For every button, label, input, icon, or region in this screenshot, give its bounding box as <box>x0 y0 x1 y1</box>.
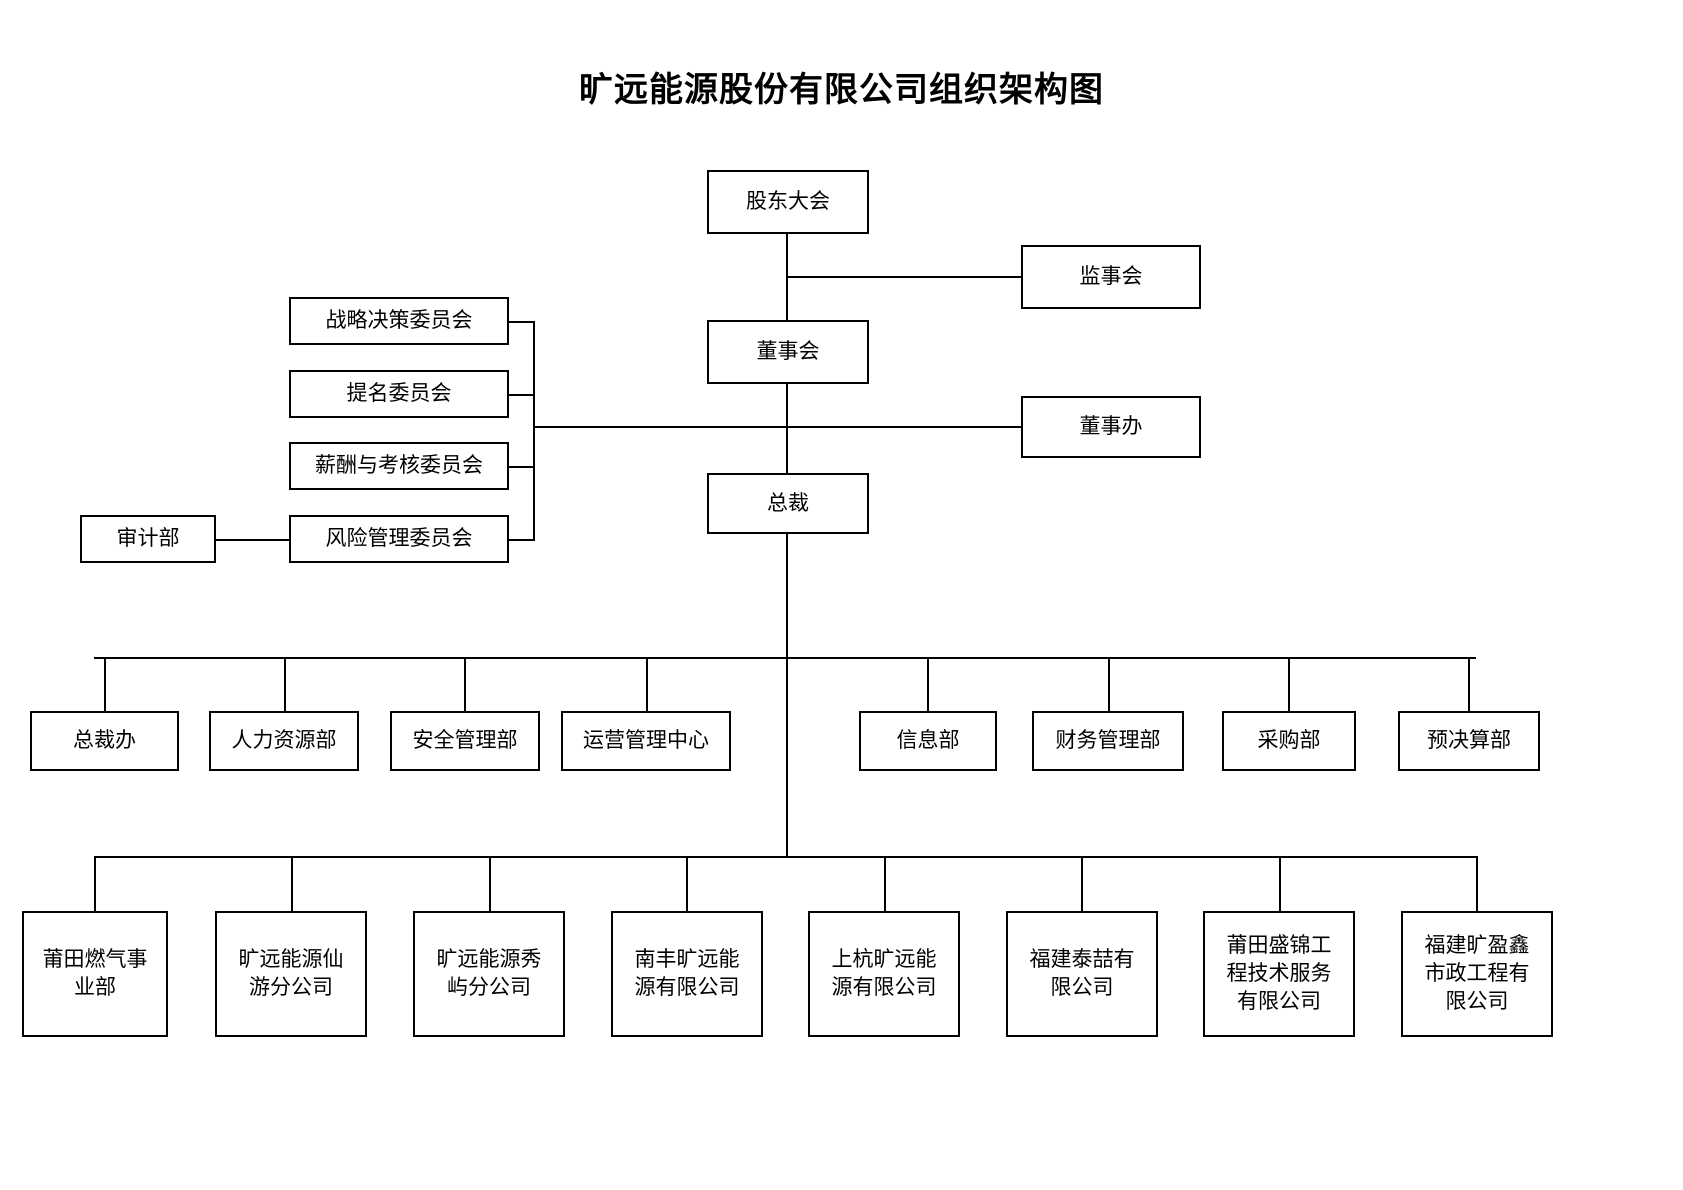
node-subsidiary-2[interactable]: 旷远能源秀 屿分公司 <box>413 911 565 1037</box>
connector-shareholders-to-supervisors <box>786 276 1023 278</box>
department-drop-3 <box>646 657 648 712</box>
department-drop-4 <box>927 657 929 712</box>
subsidiary-drop-0 <box>94 856 96 912</box>
committee-spine <box>533 321 535 540</box>
department-drop-6 <box>1288 657 1290 712</box>
node-board-office[interactable]: 董事办 <box>1021 396 1201 458</box>
connector-board-to-committees <box>533 426 786 428</box>
node-subsidiary-5[interactable]: 福建泰喆有 限公司 <box>1006 911 1158 1037</box>
subsidiary-drop-5 <box>1081 856 1083 912</box>
node-label: 风险管理委员会 <box>325 526 473 551</box>
node-label: 旷远能源仙 游分公司 <box>238 947 344 999</box>
node-department-0[interactable]: 总裁办 <box>30 711 179 771</box>
node-committee-compensation[interactable]: 薪酬与考核委员会 <box>289 442 509 490</box>
subsidiary-bus <box>94 856 1476 858</box>
node-department-5[interactable]: 财务管理部 <box>1032 711 1184 771</box>
node-department-4[interactable]: 信息部 <box>859 711 997 771</box>
subsidiary-drop-4 <box>884 856 886 912</box>
node-label: 董事会 <box>756 339 820 364</box>
node-label: 董事办 <box>1079 414 1143 439</box>
node-committee-risk[interactable]: 风险管理委员会 <box>289 515 509 563</box>
node-label: 福建旷盈鑫 市政工程有 限公司 <box>1424 933 1530 1013</box>
node-label: 莆田盛锦工 程技术服务 有限公司 <box>1226 933 1332 1013</box>
node-label: 福建泰喆有 限公司 <box>1029 947 1135 999</box>
node-label: 信息部 <box>896 728 960 753</box>
node-label: 监事会 <box>1079 264 1143 289</box>
node-department-2[interactable]: 安全管理部 <box>390 711 540 771</box>
connector-audit-to-risk-committee <box>215 539 290 541</box>
subsidiary-drop-6 <box>1279 856 1281 912</box>
node-label: 采购部 <box>1257 728 1321 753</box>
subsidiary-drop-3 <box>686 856 688 912</box>
node-label: 旷远能源秀 屿分公司 <box>436 947 542 999</box>
node-subsidiary-3[interactable]: 南丰旷远能 源有限公司 <box>611 911 763 1037</box>
subsidiary-drop-1 <box>291 856 293 912</box>
node-label: 莆田燃气事 业部 <box>42 947 148 999</box>
connector-spine-strategy <box>507 321 535 323</box>
node-subsidiary-7[interactable]: 福建旷盈鑫 市政工程有 限公司 <box>1401 911 1553 1037</box>
node-label: 预决算部 <box>1427 728 1511 753</box>
node-board-of-supervisors[interactable]: 监事会 <box>1021 245 1201 309</box>
page-title: 旷远能源股份有限公司组织架构图 <box>579 72 1104 109</box>
node-subsidiary-4[interactable]: 上杭旷远能 源有限公司 <box>808 911 960 1037</box>
node-committee-nomination[interactable]: 提名委员会 <box>289 370 509 418</box>
department-drop-7 <box>1468 657 1470 712</box>
node-label: 南丰旷远能 源有限公司 <box>634 947 740 999</box>
node-shareholders-meeting[interactable]: 股东大会 <box>707 170 869 234</box>
node-department-7[interactable]: 预决算部 <box>1398 711 1540 771</box>
node-label: 总裁 <box>767 490 809 515</box>
node-label: 人力资源部 <box>231 728 337 753</box>
connector-spine-compensation <box>507 466 535 468</box>
node-label: 上杭旷远能 源有限公司 <box>831 947 937 999</box>
connector-board-to-board-office <box>786 426 1023 428</box>
subsidiary-drop-7 <box>1476 856 1478 912</box>
node-president[interactable]: 总裁 <box>707 473 869 534</box>
node-audit-department[interactable]: 审计部 <box>80 515 216 563</box>
node-committee-strategy[interactable]: 战略决策委员会 <box>289 297 509 345</box>
subsidiary-drop-2 <box>489 856 491 912</box>
node-label: 安全管理部 <box>412 728 518 753</box>
node-department-6[interactable]: 采购部 <box>1222 711 1356 771</box>
node-label: 薪酬与考核委员会 <box>315 453 483 478</box>
node-label: 提名委员会 <box>346 381 452 406</box>
department-drop-2 <box>464 657 466 712</box>
node-subsidiary-1[interactable]: 旷远能源仙 游分公司 <box>215 911 367 1037</box>
connector-spine-risk <box>507 539 535 541</box>
department-bus <box>94 657 1476 659</box>
node-board-of-directors[interactable]: 董事会 <box>707 320 869 384</box>
node-department-1[interactable]: 人力资源部 <box>209 711 359 771</box>
department-drop-5 <box>1108 657 1110 712</box>
node-label: 审计部 <box>116 526 180 551</box>
node-subsidiary-6[interactable]: 莆田盛锦工 程技术服务 有限公司 <box>1203 911 1355 1037</box>
node-label: 财务管理部 <box>1055 728 1161 753</box>
node-label: 运营管理中心 <box>583 728 709 753</box>
node-label: 总裁办 <box>73 728 136 753</box>
node-subsidiary-0[interactable]: 莆田燃气事 业部 <box>22 911 168 1037</box>
node-department-3[interactable]: 运营管理中心 <box>561 711 731 771</box>
node-label: 战略决策委员会 <box>325 308 473 333</box>
connector-board-to-president <box>786 384 788 474</box>
department-drop-0 <box>104 657 106 712</box>
department-drop-1 <box>284 657 286 712</box>
node-label: 股东大会 <box>746 189 830 214</box>
connector-spine-nomination <box>507 394 535 396</box>
connector-president-trunk <box>786 534 788 856</box>
